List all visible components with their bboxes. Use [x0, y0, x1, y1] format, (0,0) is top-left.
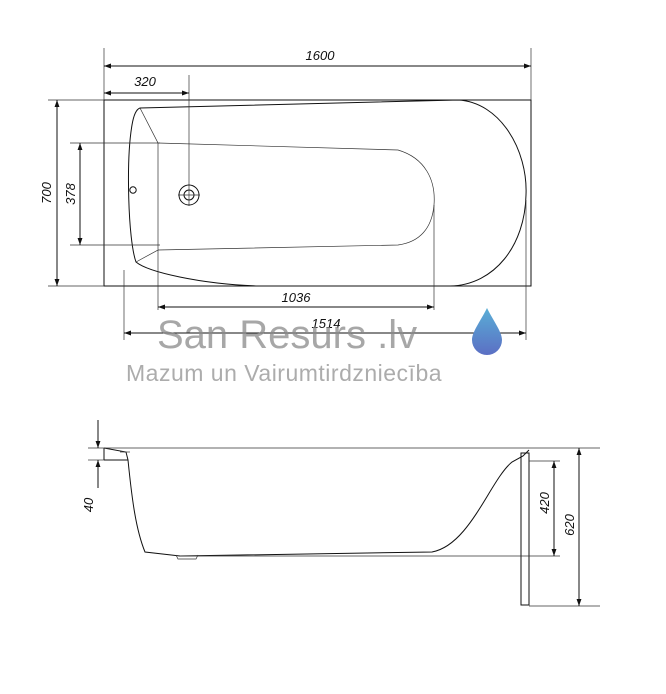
dim-width: 700: [39, 181, 54, 203]
top-view: 1600 320 700 378 1036 1514: [39, 48, 532, 340]
dim-inner-width: 378: [63, 182, 78, 204]
basin-bottom-outline: [157, 142, 435, 251]
watermark-tagline: Mazum un Vairumtirdzniecība: [126, 360, 442, 386]
dim-height: 620: [562, 513, 577, 535]
dim-length: 1600: [306, 48, 336, 63]
side-view: 40 420 620: [81, 420, 600, 607]
drain-icon: [178, 184, 200, 206]
overflow-icon: [129, 186, 137, 194]
end-panel: [520, 452, 530, 606]
dim-depth: 420: [537, 491, 552, 513]
watermark: San Resurs .lv Mazum un Vairumtirdzniecī…: [126, 308, 502, 386]
water-drop-icon: [472, 308, 502, 355]
tub-outline-side: [103, 447, 530, 557]
dim-rim: 40: [81, 497, 96, 512]
head-slope-line: [135, 107, 159, 263]
tub-outline-top: [103, 99, 532, 287]
dim-inner-length: 1036: [282, 290, 312, 305]
watermark-brand: San Resurs .lv: [157, 313, 417, 357]
dim-overall-inner: 1514: [312, 316, 341, 331]
dim-drain-offset: 320: [134, 74, 156, 89]
basin-outline: [128, 99, 527, 287]
